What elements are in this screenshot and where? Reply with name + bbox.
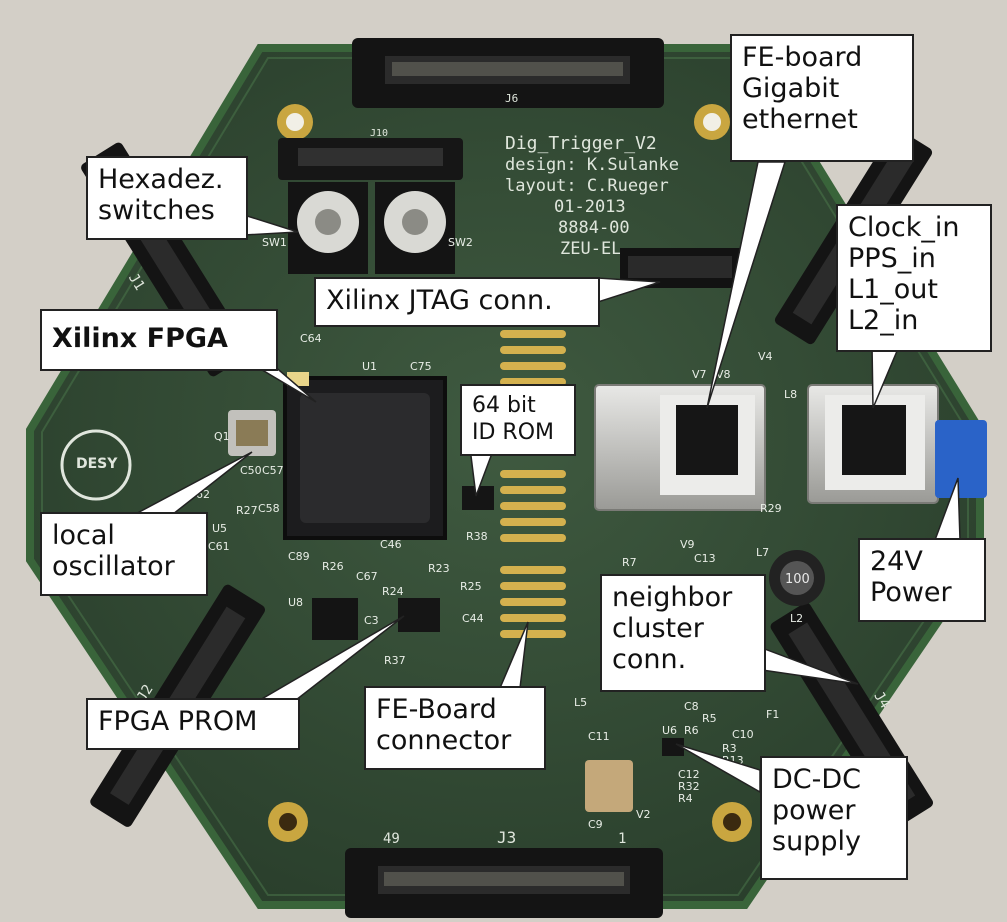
fpga-chip: U1 xyxy=(283,360,447,540)
silk-date: 01-2013 xyxy=(554,197,626,217)
svg-text:C89: C89 xyxy=(288,550,310,563)
svg-text:V7: V7 xyxy=(692,368,707,381)
svg-text:R24: R24 xyxy=(382,585,404,598)
svg-text:R4: R4 xyxy=(678,792,693,805)
callout-fe-gigabit: FE-board Gigabit ethernet xyxy=(730,34,914,162)
svg-text:R7: R7 xyxy=(622,556,637,569)
svg-text:C3: C3 xyxy=(364,614,379,627)
label-j6: J6 xyxy=(505,92,518,105)
svg-text:C8: C8 xyxy=(684,700,699,713)
label-q1: Q1 xyxy=(214,430,230,443)
callout-fpga-prom: FPGA PROM xyxy=(86,698,300,750)
svg-text:L8: L8 xyxy=(784,388,797,401)
svg-text:R27: R27 xyxy=(236,504,258,517)
svg-text:C64: C64 xyxy=(300,332,322,345)
svg-text:C10: C10 xyxy=(732,728,754,741)
connector-j3: J3 49 1 xyxy=(345,828,663,918)
svg-text:R29: R29 xyxy=(760,502,782,515)
svg-text:F1: F1 xyxy=(766,708,779,721)
svg-text:U8: U8 xyxy=(288,596,303,609)
silk-dept: ZEU-EL xyxy=(560,239,621,259)
svg-text:C57: C57 xyxy=(262,464,284,477)
label-j4: J4 xyxy=(870,689,893,712)
svg-text:U6: U6 xyxy=(662,724,677,737)
callout-clock-in: Clock_in PPS_in L1_out L2_in xyxy=(836,204,992,352)
svg-text:L7: L7 xyxy=(756,546,769,559)
callout-24v-power: 24V Power xyxy=(858,538,986,622)
silk-title: Dig_Trigger_V2 xyxy=(505,133,657,154)
svg-text:C67: C67 xyxy=(356,570,378,583)
svg-text:C58: C58 xyxy=(258,502,280,515)
svg-text:C61: C61 xyxy=(208,540,230,553)
label-sw1: SW1 xyxy=(262,236,287,249)
label-c9: C9 xyxy=(588,818,603,831)
svg-text:V2: V2 xyxy=(636,808,651,821)
connector-j10: J10 xyxy=(278,128,463,180)
svg-text:C44: C44 xyxy=(462,612,484,625)
svg-text:V4: V4 xyxy=(758,350,773,363)
callout-xilinx-jtag: Xilinx JTAG conn. xyxy=(314,277,600,327)
regulator-u8 xyxy=(312,598,358,640)
callout-id-rom: 64 bit ID ROM xyxy=(460,384,576,456)
svg-text:C75: C75 xyxy=(410,360,432,373)
svg-text:L5: L5 xyxy=(574,696,587,709)
svg-text:V9: V9 xyxy=(680,538,695,551)
callout-fe-board-connector: FE-Board connector xyxy=(364,686,546,770)
callout-dc-dc: DC-DC power supply xyxy=(760,756,908,880)
svg-text:V8: V8 xyxy=(716,368,731,381)
rj45-fe-gigabit xyxy=(594,384,766,511)
oscillator: Q1 xyxy=(214,410,276,456)
svg-text:U5: U5 xyxy=(212,522,227,535)
power-connector xyxy=(935,420,987,498)
prom-chip xyxy=(398,598,440,632)
callout-xilinx-fpga: Xilinx FPGA xyxy=(40,309,278,371)
logo-text: DESY xyxy=(76,456,118,472)
svg-text:R25: R25 xyxy=(460,580,482,593)
mounting-holes xyxy=(268,104,752,842)
connector-j6: J6 xyxy=(352,38,664,108)
callout-neighbor-cluster: neighbor cluster conn. xyxy=(600,574,766,692)
callout-hexadez-switches: Hexadez. switches xyxy=(86,156,248,240)
svg-text:R3: R3 xyxy=(722,742,737,755)
silk-layout: layout: C.Rueger xyxy=(505,176,669,196)
svg-text:C12: C12 xyxy=(678,768,700,781)
svg-text:C11: C11 xyxy=(588,730,610,743)
hex-switches: SW1 SW2 xyxy=(262,182,473,274)
label-j3: J3 xyxy=(497,828,516,847)
label-j3-pin1: 1 xyxy=(618,831,626,847)
svg-text:R37: R37 xyxy=(384,654,406,667)
label-u1: U1 xyxy=(362,360,377,373)
silkscreen-title-block: Dig_Trigger_V2 design: K.Sulanke layout:… xyxy=(505,133,679,259)
silk-number: 8884-00 xyxy=(558,218,630,238)
svg-text:R26: R26 xyxy=(322,560,344,573)
label-sw2: SW2 xyxy=(448,236,473,249)
callout-local-oscillator: local oscillator xyxy=(40,512,208,596)
svg-text:R5: R5 xyxy=(702,712,717,725)
dcdc-chip xyxy=(662,738,684,756)
svg-text:C13: C13 xyxy=(694,552,716,565)
svg-text:R32: R32 xyxy=(678,780,700,793)
svg-text:C46: C46 xyxy=(380,538,402,551)
label-j10: J10 xyxy=(370,128,388,139)
svg-text:R6: R6 xyxy=(684,724,699,737)
pointer-gigabit xyxy=(706,161,787,409)
inductor-value: 100 xyxy=(785,572,810,587)
callout-pointers xyxy=(127,161,961,794)
label-l2: L2 xyxy=(790,612,803,625)
svg-text:C50: C50 xyxy=(240,464,262,477)
desy-logo: DESY xyxy=(60,429,132,501)
rj45-clock-in xyxy=(807,384,939,504)
label-j3-pin49: 49 xyxy=(383,831,400,847)
svg-text:R23: R23 xyxy=(428,562,450,575)
silk-design: design: K.Sulanke xyxy=(505,155,679,175)
svg-text:R38: R38 xyxy=(466,530,488,543)
label-j1: J1 xyxy=(125,271,148,294)
capacitor-c9 xyxy=(585,760,633,812)
inductor-l2: 100 L2 xyxy=(769,550,825,625)
